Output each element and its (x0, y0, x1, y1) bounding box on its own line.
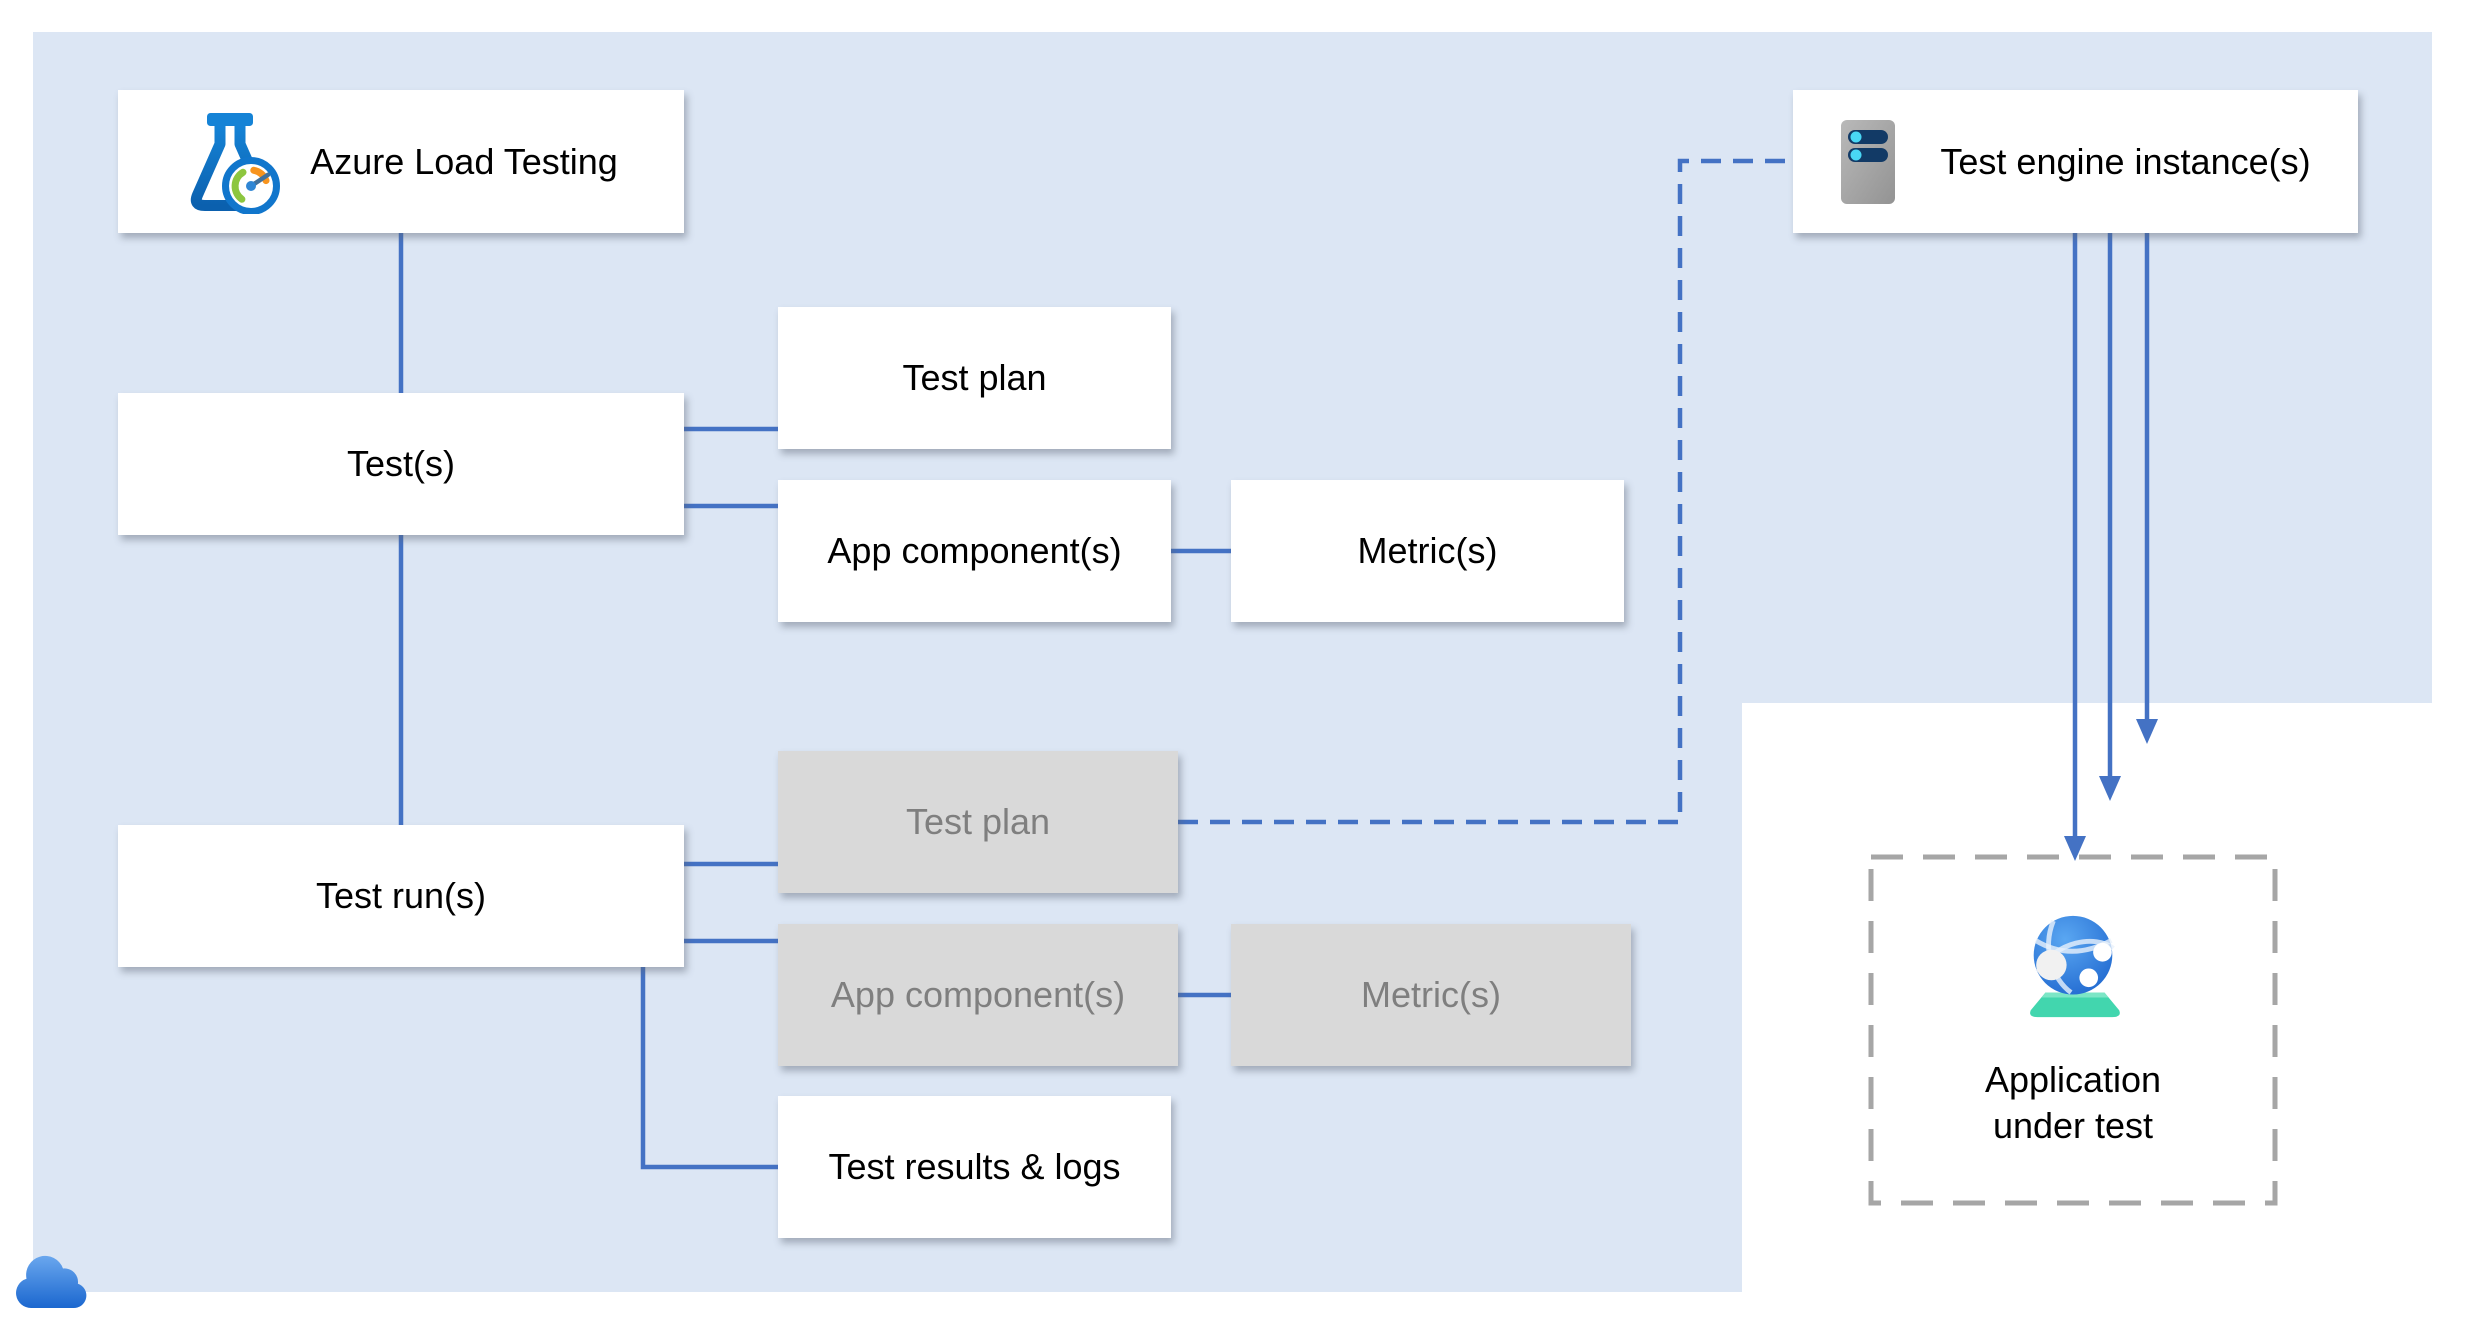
node-test-results-logs: Test results & logs (778, 1096, 1171, 1238)
node-label: Metric(s) (1357, 530, 1498, 571)
node-label: Application under test (1984, 1059, 2162, 1146)
node-test-run-metrics: Metric(s) (1231, 924, 1631, 1066)
application-under-test-dashed-border (1868, 854, 2278, 1206)
node-label: Metric(s) (1361, 974, 1501, 1015)
node-azure-load-testing: Azure Load Testing (118, 90, 684, 233)
node-test-run-app-components: App component(s) (778, 924, 1178, 1066)
arrow-engine-to-app-1 (2064, 233, 2086, 861)
node-label: Test plan (902, 357, 1047, 398)
node-application-under-test: Application under test (1871, 857, 2275, 1203)
node-label: Test engine instance(s) (1940, 140, 2311, 182)
node-label: Azure Load Testing (310, 140, 618, 182)
node-test-run-plan: Test plan (778, 751, 1178, 893)
arrow-engine-to-app-3 (2136, 233, 2158, 744)
node-label: Test run(s) (315, 875, 487, 916)
load-testing-flask-icon (184, 110, 284, 214)
cloud-icon (12, 1254, 92, 1317)
node-test-runs: Test run(s) (118, 825, 684, 967)
connector-testruns-to-results (640, 967, 778, 1170)
node-label: App component(s) (827, 530, 1122, 571)
dashed-connector-runplan-to-engine (1178, 158, 1791, 825)
node-tests: Test(s) (118, 393, 684, 535)
node-app-components: App component(s) (778, 480, 1171, 622)
node-test-plan: Test plan (778, 307, 1171, 449)
node-label: Test(s) (347, 443, 455, 484)
node-label: Test results & logs (828, 1146, 1121, 1187)
node-label: App component(s) (830, 974, 1126, 1015)
engine-to-app-arrows (2064, 233, 2158, 861)
server-icon (1840, 119, 1896, 205)
node-metrics: Metric(s) (1231, 480, 1624, 622)
globe-icon (2012, 911, 2134, 1023)
node-label: Test plan (905, 801, 1051, 842)
node-test-engine-instances: Test engine instance(s) (1793, 90, 2358, 233)
arrow-engine-to-app-2 (2099, 233, 2121, 801)
